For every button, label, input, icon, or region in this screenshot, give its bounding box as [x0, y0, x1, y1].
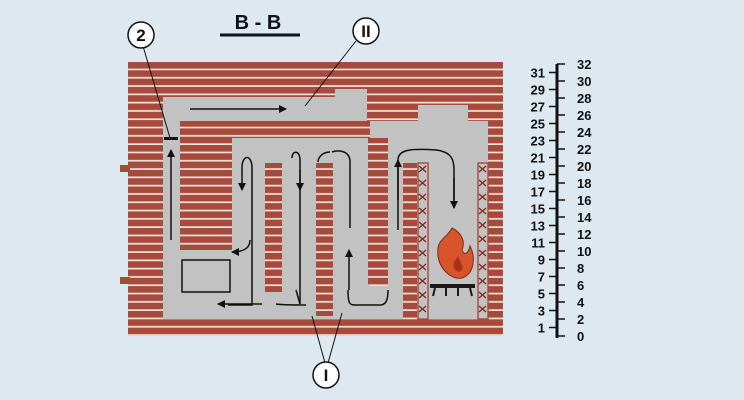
- scale-label-odd: 23: [531, 134, 545, 149]
- scale-label-even: 32: [577, 57, 591, 72]
- scale-label-even: 10: [577, 244, 591, 259]
- scale-label-even: 0: [577, 329, 584, 344]
- scale-label-even: 4: [577, 295, 585, 310]
- callout-I: I: [312, 361, 340, 389]
- section-title: B - B: [235, 12, 282, 34]
- scale-label-odd: 31: [531, 66, 545, 81]
- callout-leaders: [142, 40, 357, 364]
- scale-label-even: 2: [577, 312, 584, 327]
- callout-II: II: [352, 17, 380, 45]
- brick-partitions: [180, 121, 417, 319]
- scale-label-odd: 13: [531, 219, 545, 234]
- callout-2-label: 2: [136, 26, 145, 45]
- scale-label-even: 22: [577, 142, 591, 157]
- scale-labels: 3230282624222018161412108642031292725232…: [531, 57, 593, 344]
- scale-label-odd: 7: [538, 270, 545, 285]
- scale-label-odd: 9: [538, 253, 545, 268]
- damper-plate: [164, 137, 178, 140]
- firebrick-lining: [417, 162, 489, 320]
- scale-label-even: 24: [577, 125, 592, 140]
- scale-label-even: 18: [577, 176, 591, 191]
- flow-arrows: [167, 105, 458, 308]
- flame-icon: [437, 227, 474, 279]
- scale-label-even: 16: [577, 193, 591, 208]
- scale-label-odd: 11: [531, 236, 545, 251]
- scale-ticks: [549, 63, 565, 337]
- firebrick-crosses: [418, 165, 487, 313]
- scale-label-odd: 19: [531, 168, 545, 183]
- callout-I-label: I: [324, 366, 329, 385]
- scale-label-odd: 21: [531, 151, 545, 166]
- scale-label-even: 8: [577, 261, 584, 276]
- scale-label-even: 6: [577, 278, 584, 293]
- scale-label-even: 26: [577, 108, 591, 123]
- scale-label-odd: 25: [531, 117, 545, 132]
- scale-label-odd: 27: [531, 100, 545, 115]
- grate-icon: [430, 284, 475, 297]
- scale-label-even: 12: [577, 227, 591, 242]
- scale-label-even: 28: [577, 91, 591, 106]
- cleanout-door: [181, 259, 231, 293]
- callout-2: 2: [127, 21, 155, 49]
- scale-label-odd: 5: [538, 287, 545, 302]
- scale-label-odd: 3: [538, 304, 545, 319]
- scale-label-even: 14: [577, 210, 592, 225]
- scale-label-even: 30: [577, 74, 591, 89]
- scale-label-odd: 29: [531, 83, 545, 98]
- scale-label-odd: 15: [531, 202, 545, 217]
- scale-label-odd: 1: [538, 321, 545, 336]
- course-scale: 3230282624222018161412108642031292725232…: [531, 57, 593, 344]
- scale-label-even: 20: [577, 159, 591, 174]
- scale-label-odd: 17: [531, 185, 545, 200]
- callout-II-label: II: [361, 22, 370, 41]
